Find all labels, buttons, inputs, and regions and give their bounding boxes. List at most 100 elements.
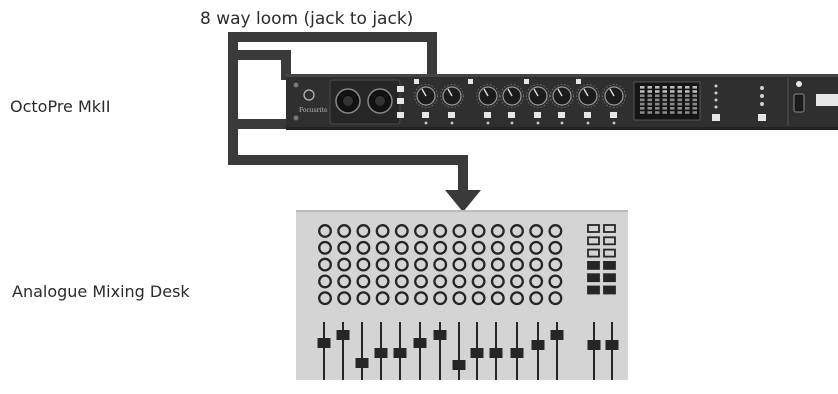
rack-screw [293, 82, 299, 88]
meter-segment [670, 98, 675, 102]
meter-segment [670, 111, 675, 114]
fader [374, 322, 388, 380]
desk-knob-icon [375, 291, 390, 306]
desk-knob-icon [394, 291, 409, 306]
desk-knob-icon [529, 240, 544, 255]
fader [317, 322, 331, 380]
desk-knob-icon [414, 240, 428, 255]
meter-segment [640, 111, 645, 114]
desk-knob-icon [510, 291, 524, 306]
desk-knob-icon [529, 291, 544, 306]
meter-segment [685, 107, 690, 110]
loom-cable-bottom [228, 119, 468, 192]
fader-cap [587, 340, 601, 350]
desk-button [603, 224, 616, 233]
octopre-label: OctoPre MkII [10, 97, 111, 116]
meter-segment [677, 86, 682, 89]
meter-segment [670, 94, 675, 97]
desk-knob-icon [452, 224, 467, 238]
desk-knob-icon [510, 240, 524, 255]
meter-segment [685, 90, 690, 93]
desk-knob-icon [548, 224, 563, 238]
fader-cap [413, 338, 427, 348]
fader-cap [452, 360, 466, 370]
desk-knob-icon [356, 257, 371, 272]
desk-knob-icon [394, 274, 409, 289]
meter-segment [692, 98, 697, 102]
desk-knob-icon [337, 274, 352, 289]
meter-segment [662, 86, 667, 89]
svg-text:Focusrite: Focusrite [299, 107, 328, 114]
meter-segment [692, 94, 697, 97]
meter-segment [655, 111, 660, 114]
desk-knob-icon [394, 240, 409, 255]
fader [413, 322, 427, 380]
desk-knob-icon [375, 224, 390, 238]
meter-segment [647, 102, 652, 106]
meter-segment [685, 94, 690, 97]
level-meters [640, 86, 697, 114]
desk-knob-icon [548, 257, 563, 272]
desk-knob-icon [414, 257, 428, 272]
desk-knob-icon [318, 224, 332, 238]
meter-segment [640, 90, 645, 93]
meter-segment [655, 107, 660, 110]
desk-button [603, 248, 616, 258]
desk-knob-icon [471, 224, 486, 238]
meter-segment [692, 107, 697, 110]
desk-knob-icon [490, 291, 505, 306]
fader [489, 322, 503, 380]
desk-knob-icon [529, 224, 544, 238]
desk-knob-icon [318, 291, 332, 306]
focusrite-logo: Focusrite [299, 89, 328, 114]
desk-knob-icon [375, 274, 390, 289]
desk-knob-icon [337, 240, 352, 255]
desk-knob-icon [529, 257, 544, 272]
clock-section [712, 84, 766, 121]
fader [355, 322, 369, 380]
desk-button [603, 273, 616, 283]
meter-segment [647, 98, 652, 102]
desk-knob-icon [414, 224, 428, 238]
output-label-plate [816, 94, 838, 106]
desk-knob-icon [471, 257, 486, 272]
desk-knob-icon [414, 274, 428, 289]
desk-knob-icon [529, 274, 544, 289]
gain-knob-icon [414, 84, 438, 125]
meter-segment [647, 111, 652, 114]
desk-button [587, 248, 600, 258]
fader [452, 322, 466, 380]
fader-cap [336, 330, 350, 340]
desk-knob-icon [510, 224, 524, 238]
desk-knob-icon [337, 291, 352, 306]
desk-knob-icon [471, 291, 486, 306]
meter-segment [677, 98, 682, 102]
desk-knob-icon [548, 291, 563, 306]
desk-knob-icon [356, 274, 371, 289]
desk-knob-icon [318, 274, 332, 289]
meter-segment [647, 94, 652, 97]
desk-knob-icon [414, 291, 428, 306]
desk-knob-icon [452, 291, 467, 306]
meter-segment [655, 98, 660, 102]
fader-cap [374, 348, 388, 358]
gain-knobs [414, 79, 626, 125]
desk-knob-icon [318, 257, 332, 272]
meter-segment [647, 86, 652, 89]
fader [470, 322, 484, 380]
fader-cap [489, 348, 503, 358]
fader-cap [470, 348, 484, 358]
meter-segment [662, 90, 667, 93]
meter-segment [640, 102, 645, 106]
gain-knob-icon [526, 84, 550, 125]
desk-knob-icon [375, 257, 390, 272]
desk-button [603, 285, 616, 295]
desk-knob-icon [510, 257, 524, 272]
fader-cap [393, 348, 407, 358]
gain-knob-icon [500, 84, 524, 125]
desk-knob-icon [490, 274, 505, 289]
meter-segment [685, 98, 690, 102]
fader [531, 322, 545, 380]
gain-knob-icon [440, 84, 464, 125]
fader-cap [317, 338, 331, 348]
